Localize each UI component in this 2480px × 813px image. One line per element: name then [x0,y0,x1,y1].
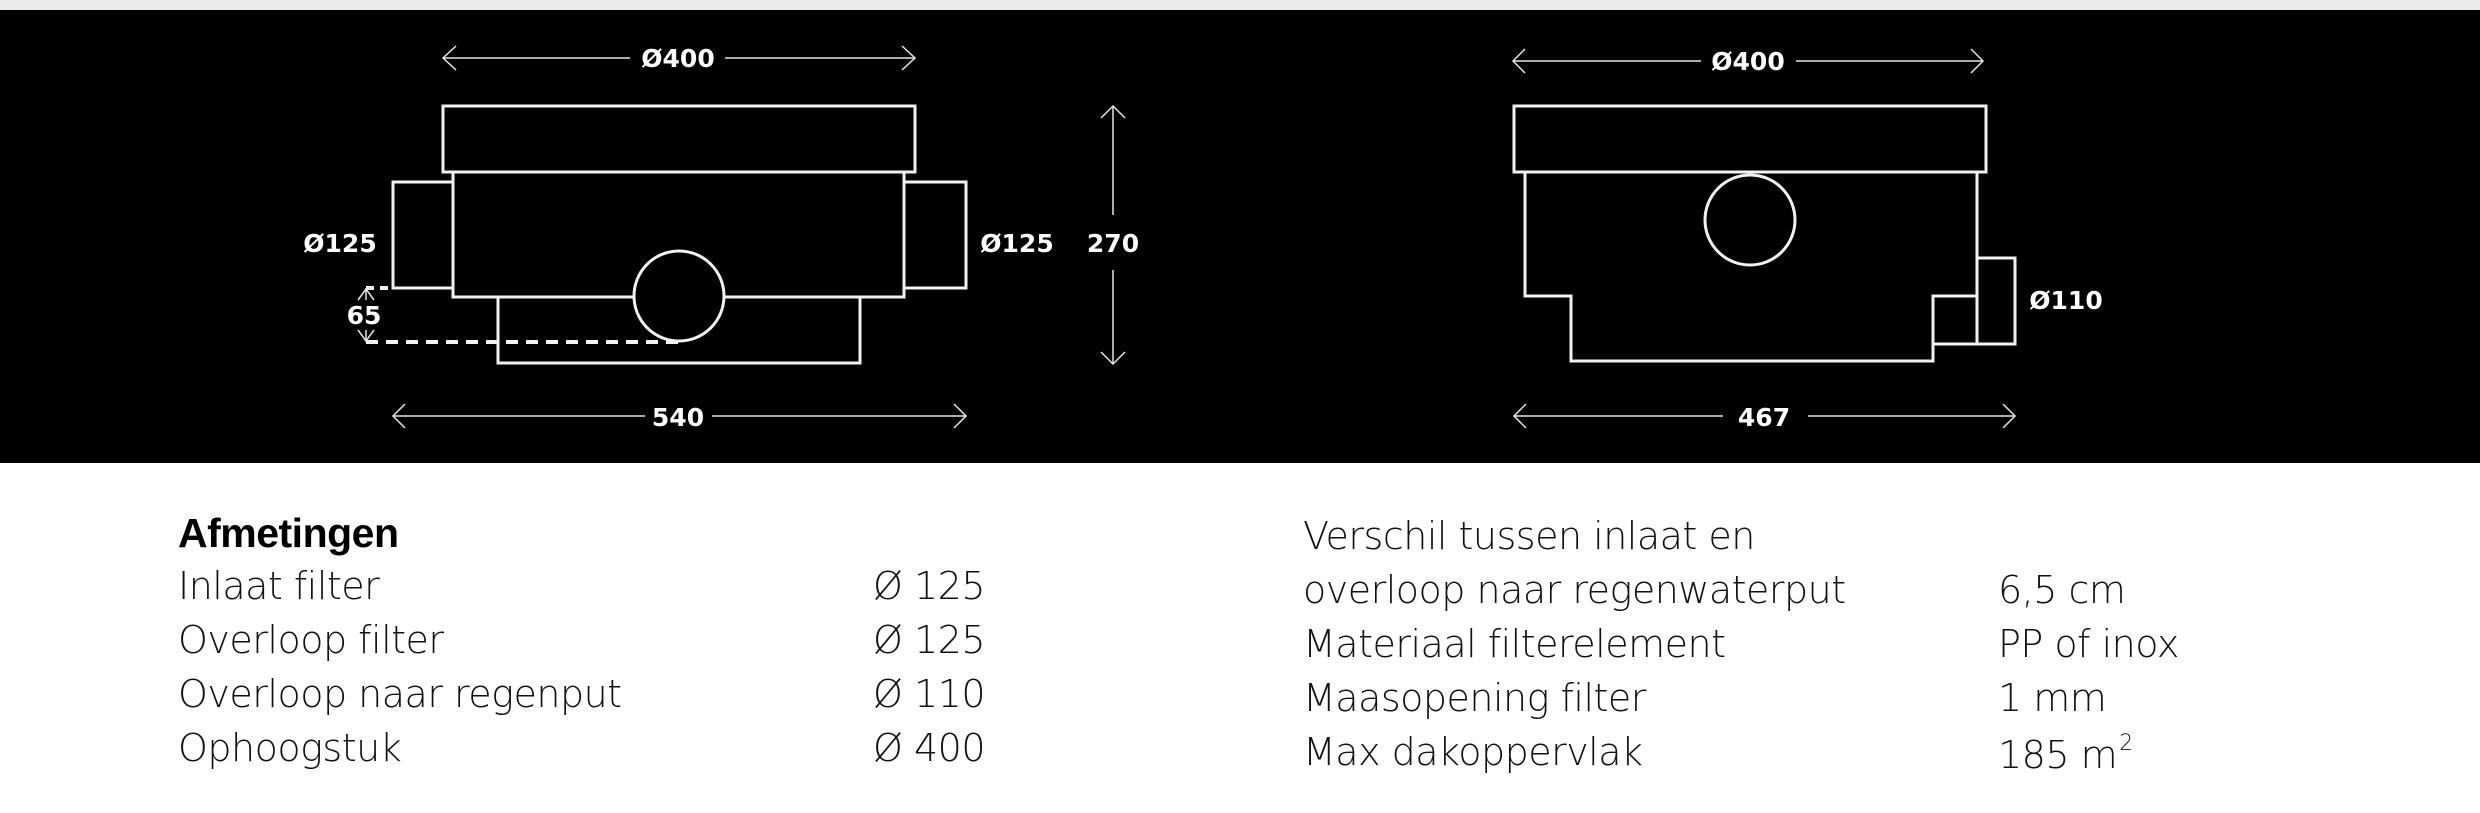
spec-label: Overloop naar regenput [178,672,622,716]
specs-title: Afmetingen [178,510,399,556]
top-strip [0,0,2480,10]
spec-label: Max dakoppervlak [1303,730,1643,774]
arrow-right-icon [953,403,968,429]
side-view-overflow-circle [632,249,726,343]
arrow-down-icon [1100,351,1126,366]
side-view-left-inlet [391,180,455,290]
spec-label: Maasopening filter [1303,676,1646,720]
side-view-right-outlet [902,180,968,290]
side-view-height-label: 270 [1087,229,1139,258]
front-view-drawing [1512,104,2017,363]
arrow-left-icon [391,403,406,429]
side-view-lower-section [496,297,862,365]
side-view-dimensions [357,45,1126,429]
side-view-drawing [366,104,968,365]
front-view-body [1523,172,1979,363]
spec-label: Inlaat filter [178,564,380,608]
spec-label: Ophoogstuk [178,726,402,770]
arrow-left-icon [1512,403,1527,429]
front-view-total-width-label: 467 [1738,403,1790,432]
spec-value: Ø 125 [873,618,986,662]
spec-value: 6,5 cm [1998,568,2126,612]
arrow-left-icon [441,45,457,71]
spec-label: overloop naar regenwaterput [1303,568,1846,612]
side-view-lid [441,104,917,174]
front-view-dimensions [1511,48,2017,429]
front-view-top-width-label: Ø400 [1711,47,1784,76]
spec-value: Ø 125 [873,564,986,608]
spec-value: Ø 400 [873,726,986,770]
front-view-lid [1512,104,1988,174]
side-view-offset-label: 65 [347,301,382,330]
arrow-up-icon [1100,104,1126,119]
side-view-total-width-label: 540 [652,403,704,432]
spec-label: Materiaal filterelement [1303,622,1726,666]
front-view-inlet-circle [1703,173,1797,267]
front-view-overflow-label: Ø110 [2029,286,2102,315]
spec-value: 185 m [1998,733,2118,777]
spec-label: Overloop filter [178,618,444,662]
front-view-overflow-outlet [1975,256,2017,346]
side-view-right-outlet-label: Ø125 [980,229,1053,258]
arrow-right-icon [2002,403,2017,429]
side-view-left-inlet-label: Ø125 [303,229,376,258]
spec-value: PP of inox [1998,622,2179,666]
spec-value: 1 mm [1998,676,2107,720]
arrow-right-icon [901,45,917,71]
spec-value-roof-area: 185 m2 [1998,731,2133,777]
technical-drawing-panel: Ø400 Ø125 Ø125 270 65 540 Ø400 Ø110 467 [0,10,2480,463]
arrow-right-icon [1970,48,1985,74]
technical-drawing: Ø400 Ø125 Ø125 270 65 540 Ø400 Ø110 467 [303,44,2102,432]
arrow-left-icon [1511,48,1526,74]
spec-value: Ø 110 [873,672,986,716]
side-view-top-width-label: Ø400 [641,44,714,73]
superscript-unit: 2 [2119,731,2133,756]
spec-label: Verschil tussen inlaat en [1303,514,1755,558]
